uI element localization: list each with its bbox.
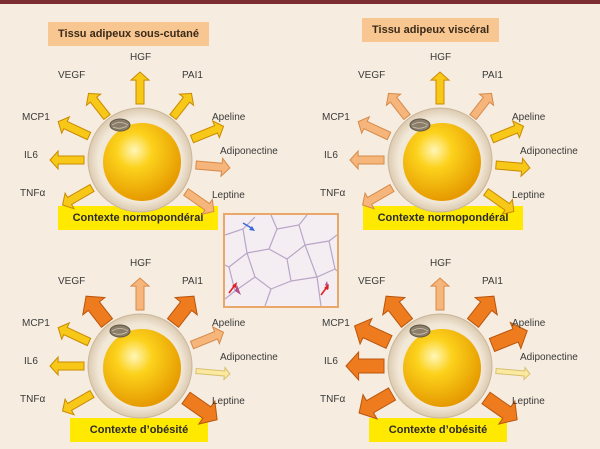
pai1-arrow xyxy=(469,93,495,121)
leptine-label: Leptine xyxy=(212,396,245,407)
tnfa-arrow xyxy=(361,183,395,210)
mcp1-arrow xyxy=(357,116,392,141)
tnfa-label: TNFα xyxy=(20,188,46,199)
il6-label: IL6 xyxy=(24,356,38,367)
apeline-label: Apeline xyxy=(512,318,546,329)
header-bar xyxy=(0,0,600,4)
vegf-arrow xyxy=(81,296,113,329)
il6-label: IL6 xyxy=(324,150,338,161)
adiponectine-label: Adiponectine xyxy=(220,146,278,157)
pai1-arrow xyxy=(169,93,195,121)
hgf-arrow xyxy=(129,277,151,311)
adipocyte-cell xyxy=(87,313,193,419)
adiponectine-arrow xyxy=(194,156,231,178)
il6-arrow xyxy=(49,355,85,377)
apeline-label: Apeline xyxy=(212,318,246,329)
hgf-arrow xyxy=(429,71,451,105)
apeline-arrow xyxy=(489,119,525,144)
mcp1-label: MCP1 xyxy=(322,112,350,123)
adiponectine-arrow xyxy=(495,366,531,381)
leptine-arrow xyxy=(182,188,215,216)
tnfa-label: TNFα xyxy=(320,394,346,405)
adipocyte-cell xyxy=(387,107,493,213)
adiponectine-arrow xyxy=(494,156,531,178)
leptine-arrow xyxy=(481,391,518,425)
vegf-arrow xyxy=(381,296,413,329)
hgf-label: HGF xyxy=(130,258,152,269)
adipocyte-cell xyxy=(387,313,493,419)
apeline-label: Apeline xyxy=(212,112,246,123)
mcp1-label: MCP1 xyxy=(322,318,350,329)
adiponectine-label: Adiponectine xyxy=(220,352,278,363)
visceral-title: Tissu adipeux viscéral xyxy=(362,18,500,42)
pai1-arrow xyxy=(167,296,199,329)
hgf-label: HGF xyxy=(130,52,152,63)
il6-arrow xyxy=(345,350,385,382)
mcp1-label: MCP1 xyxy=(22,318,50,329)
adipocyte-cell xyxy=(87,107,193,213)
apeline-label: Apeline xyxy=(512,112,546,123)
adipose-tissue-micrograph xyxy=(223,213,339,308)
leptine-label: Leptine xyxy=(512,190,545,201)
mcp1-arrow xyxy=(57,322,92,347)
il6-arrow xyxy=(349,149,385,171)
mcp1-arrow xyxy=(354,317,393,350)
tnfa-arrow xyxy=(61,389,95,416)
adiponectine-label: Adiponectine xyxy=(520,352,578,363)
vegf-arrow xyxy=(85,93,111,121)
tnfa-arrow xyxy=(61,183,95,210)
hgf-label: HGF xyxy=(430,52,452,63)
context-obese-subcut: Contexte d’obésité xyxy=(70,418,208,442)
leptine-arrow xyxy=(482,188,515,216)
pai1-label: PAI1 xyxy=(482,276,503,287)
apeline-arrow xyxy=(189,325,225,350)
subcutaneous-title: Tissu adipeux sous-cutané xyxy=(48,22,210,46)
pai1-label: PAI1 xyxy=(182,70,203,81)
il6-label: IL6 xyxy=(24,150,38,161)
mcp1-arrow xyxy=(57,116,92,141)
leptine-label: Leptine xyxy=(212,190,245,201)
tnfa-label: TNFα xyxy=(20,394,46,405)
vegf-label: VEGF xyxy=(358,276,386,287)
vegf-label: VEGF xyxy=(58,70,86,81)
apeline-arrow xyxy=(488,321,528,353)
vegf-arrow xyxy=(385,93,411,121)
pai1-arrow xyxy=(467,296,499,329)
hgf-arrow xyxy=(129,71,151,105)
hgf-arrow xyxy=(429,277,451,311)
mcp1-label: MCP1 xyxy=(22,112,50,123)
hgf-label: HGF xyxy=(430,258,452,269)
tnfa-arrow xyxy=(358,387,396,420)
leptine-label: Leptine xyxy=(512,396,545,407)
vegf-label: VEGF xyxy=(358,70,386,81)
tnfa-label: TNFα xyxy=(320,188,346,199)
adiponectine-label: Adiponectine xyxy=(520,146,578,157)
vegf-label: VEGF xyxy=(58,276,86,287)
il6-label: IL6 xyxy=(324,356,338,367)
leptine-arrow xyxy=(181,391,218,425)
context-obese-visc: Contexte d’obésité xyxy=(369,418,507,442)
apeline-arrow xyxy=(189,119,225,144)
pai1-label: PAI1 xyxy=(482,70,503,81)
pai1-label: PAI1 xyxy=(182,276,203,287)
adiponectine-arrow xyxy=(195,366,231,381)
il6-arrow xyxy=(49,149,85,171)
